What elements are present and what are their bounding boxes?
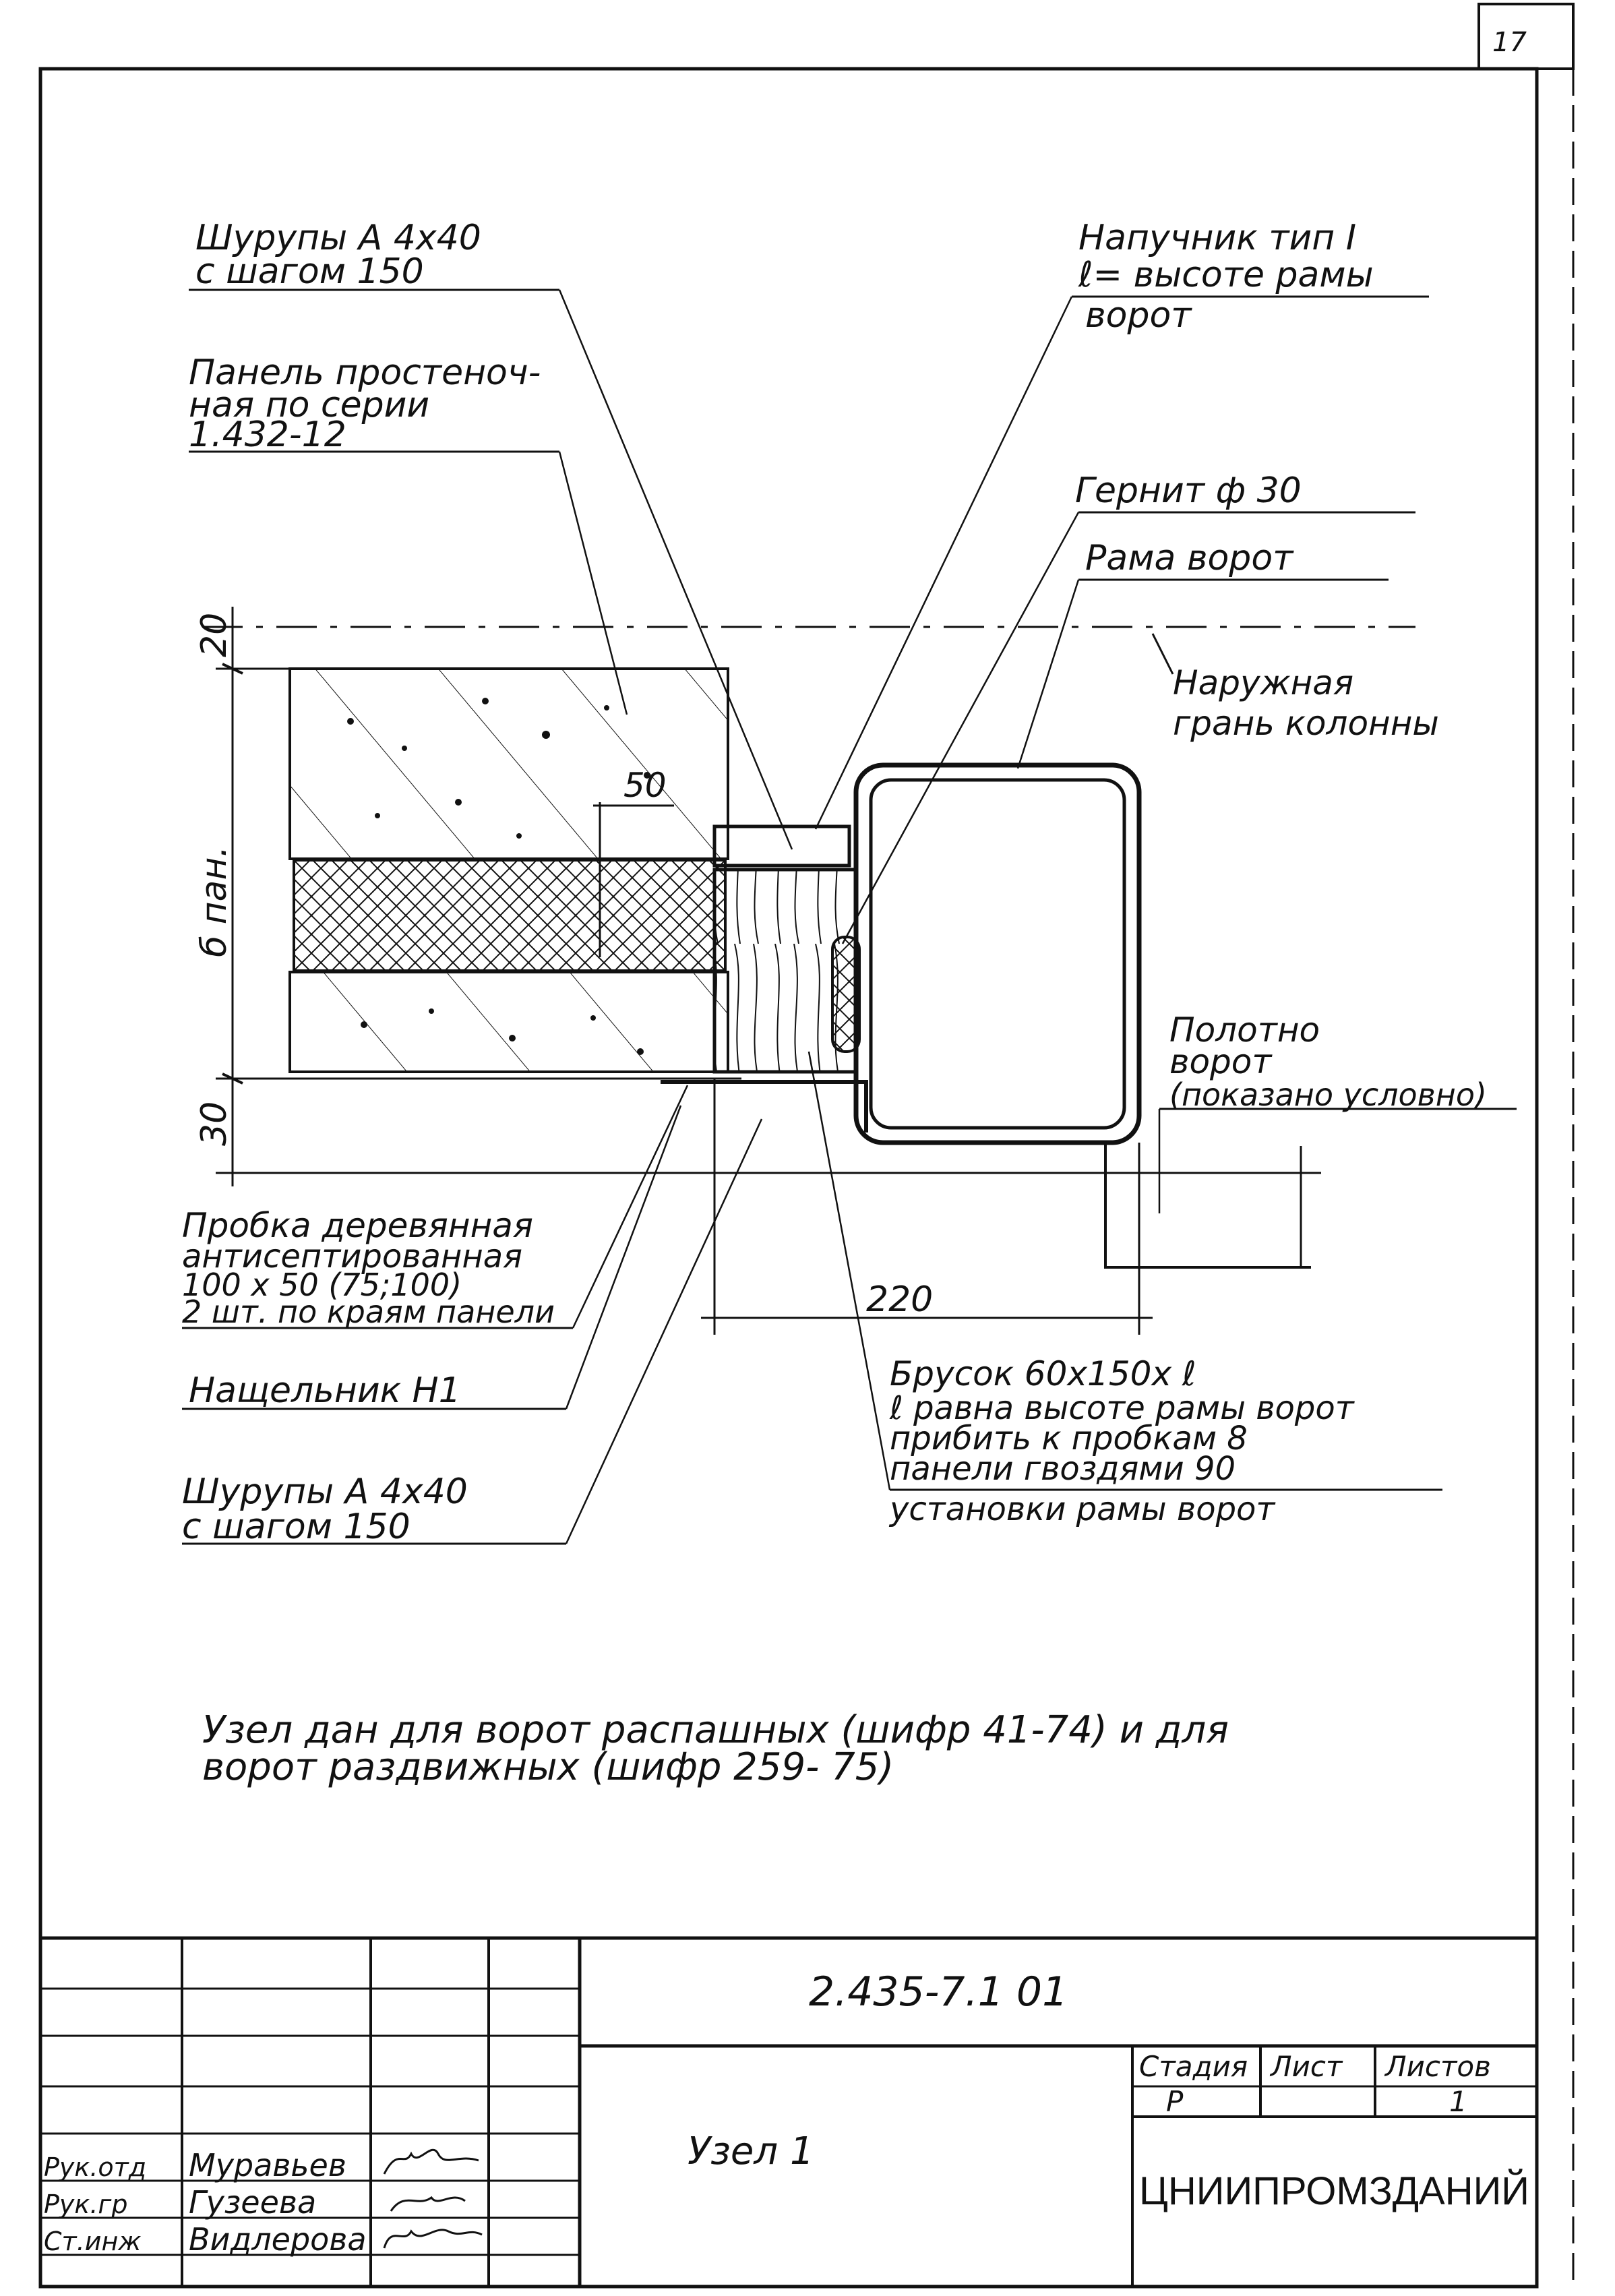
- stage-header: Стадия: [1139, 2050, 1248, 2083]
- label-plug-3: 100 х 50 (75;100): [182, 1267, 462, 1303]
- label-screws-bot-1: Шурупы А 4х40: [182, 1472, 468, 1512]
- gate-frame-inner: [869, 778, 1126, 1130]
- label-beam-1: Брусок 60х150х ℓ: [890, 1354, 1196, 1393]
- dim-width: 220: [866, 1279, 933, 1320]
- label-outer-2: грань колонны: [1173, 704, 1439, 743]
- callout-drip: Напучник тип I ℓ= высоте рамы ворот: [1078, 218, 1374, 336]
- dim-bottom: 30: [194, 1101, 235, 1146]
- label-plug-1: Пробка деревянная: [182, 1206, 533, 1245]
- drip-strip: [712, 824, 851, 868]
- sheets-header: Листов: [1384, 2050, 1491, 2083]
- label-beam-2: ℓ равна высоте рамы ворот: [889, 1389, 1355, 1427]
- label-panel-2: ная по серии: [189, 385, 429, 425]
- label-drip-2: ℓ= высоте рамы: [1078, 255, 1374, 295]
- label-drip-3: ворот: [1085, 295, 1192, 336]
- dim-height: б пан.: [194, 846, 235, 957]
- panel-concrete-top: [288, 667, 729, 860]
- label-screws-bot-2: с шагом 150: [182, 1507, 410, 1547]
- label-drip-1: Напучник тип I: [1078, 218, 1356, 258]
- signature-3: [383, 2229, 483, 2249]
- organization: ЦНИИПРОМЗДАНИЙ: [1139, 2169, 1529, 2213]
- callout-plug: Пробка деревянная антисептированная 100 …: [182, 1206, 555, 1330]
- name-1: Муравьев: [189, 2147, 346, 2183]
- signature-1: [383, 2148, 479, 2175]
- label-beam-3: прибить к пробкам 8: [890, 1420, 1248, 1457]
- label-strip: Нащельник Н1: [189, 1370, 461, 1411]
- role-1: Рук.отд: [44, 2152, 146, 2182]
- label-screws-top-2: с шагом 150: [195, 251, 424, 292]
- sheets-value: 1: [1449, 2085, 1467, 2118]
- concrete-dots: [347, 698, 650, 1055]
- gate-frame-outer: [853, 762, 1142, 1145]
- callout-panel: Панель простенoч- ная по серии 1.432-12: [189, 353, 541, 455]
- note-line-2: ворот раздвижных (шифр 259- 75): [202, 1745, 894, 1789]
- name-2: Гузеева: [189, 2184, 316, 2221]
- callout-screws-bottom: Шурупы А 4х40 с шагом 150: [182, 1472, 468, 1547]
- label-frame: Рама ворот: [1085, 538, 1294, 578]
- signature-2: [390, 2196, 466, 2212]
- page-number: 17: [1492, 27, 1527, 58]
- label-plug-2: антисептированная: [182, 1238, 522, 1275]
- sheet-frame: [38, 3, 1575, 2289]
- panel-insulation: [293, 859, 727, 972]
- leader-lines: [182, 289, 1517, 1545]
- label-beam-4: панели гвоздями 90: [890, 1450, 1236, 1488]
- doc-code: 2.435-7.1 01: [809, 1968, 1068, 2016]
- panel-concrete-bottom: [288, 971, 729, 1073]
- callout-gate-leaf: Полотно ворот (показано условно): [1169, 1010, 1487, 1113]
- label-leaf-3: (показано условно): [1169, 1077, 1487, 1113]
- dim-top: 20: [194, 613, 235, 657]
- label-beam-5: установки рамы ворот: [888, 1490, 1276, 1528]
- label-screws-top-1: Шурупы А 4х40: [195, 218, 481, 258]
- label-gernit: Гернит ф 30: [1075, 471, 1302, 511]
- drawing-name: Узел 1: [688, 2129, 814, 2173]
- gernit-seal: [831, 936, 861, 1053]
- label-panel-1: Панель простенoч-: [189, 353, 541, 393]
- gate-leaf: [1104, 1143, 1311, 1269]
- label-leaf-1: Полотно: [1169, 1010, 1320, 1050]
- role-3: Ст.инж: [44, 2227, 142, 2256]
- label-leaf-2: ворот: [1169, 1042, 1273, 1081]
- stage-value: Р: [1166, 2085, 1184, 2118]
- signatures: [383, 2148, 483, 2249]
- label-panel-3: 1.432-12: [189, 415, 346, 455]
- role-2: Рук.гр: [44, 2189, 128, 2219]
- callout-beam: Брусок 60х150х ℓ ℓ равна высоте рамы вор…: [888, 1354, 1355, 1528]
- bottom-strip: [661, 1080, 868, 1132]
- sheet-header: Лист: [1269, 2050, 1343, 2083]
- label-plug-4: 2 шт. по краям панели: [182, 1294, 555, 1330]
- label-outer-1: Наружная: [1173, 663, 1353, 702]
- name-3: Видлерова: [189, 2221, 367, 2258]
- node-drawing: [202, 607, 1415, 1335]
- dim-inset: 50: [623, 766, 667, 805]
- note-line-1: Узел дан для ворот распашных (шифр 41-74…: [202, 1708, 1229, 1752]
- callout-outer-face: Наружная грань колонны: [1173, 663, 1439, 743]
- title-block: [40, 1936, 1537, 2287]
- callout-screws-top: Шурупы А 4х40 с шагом 150: [195, 218, 481, 292]
